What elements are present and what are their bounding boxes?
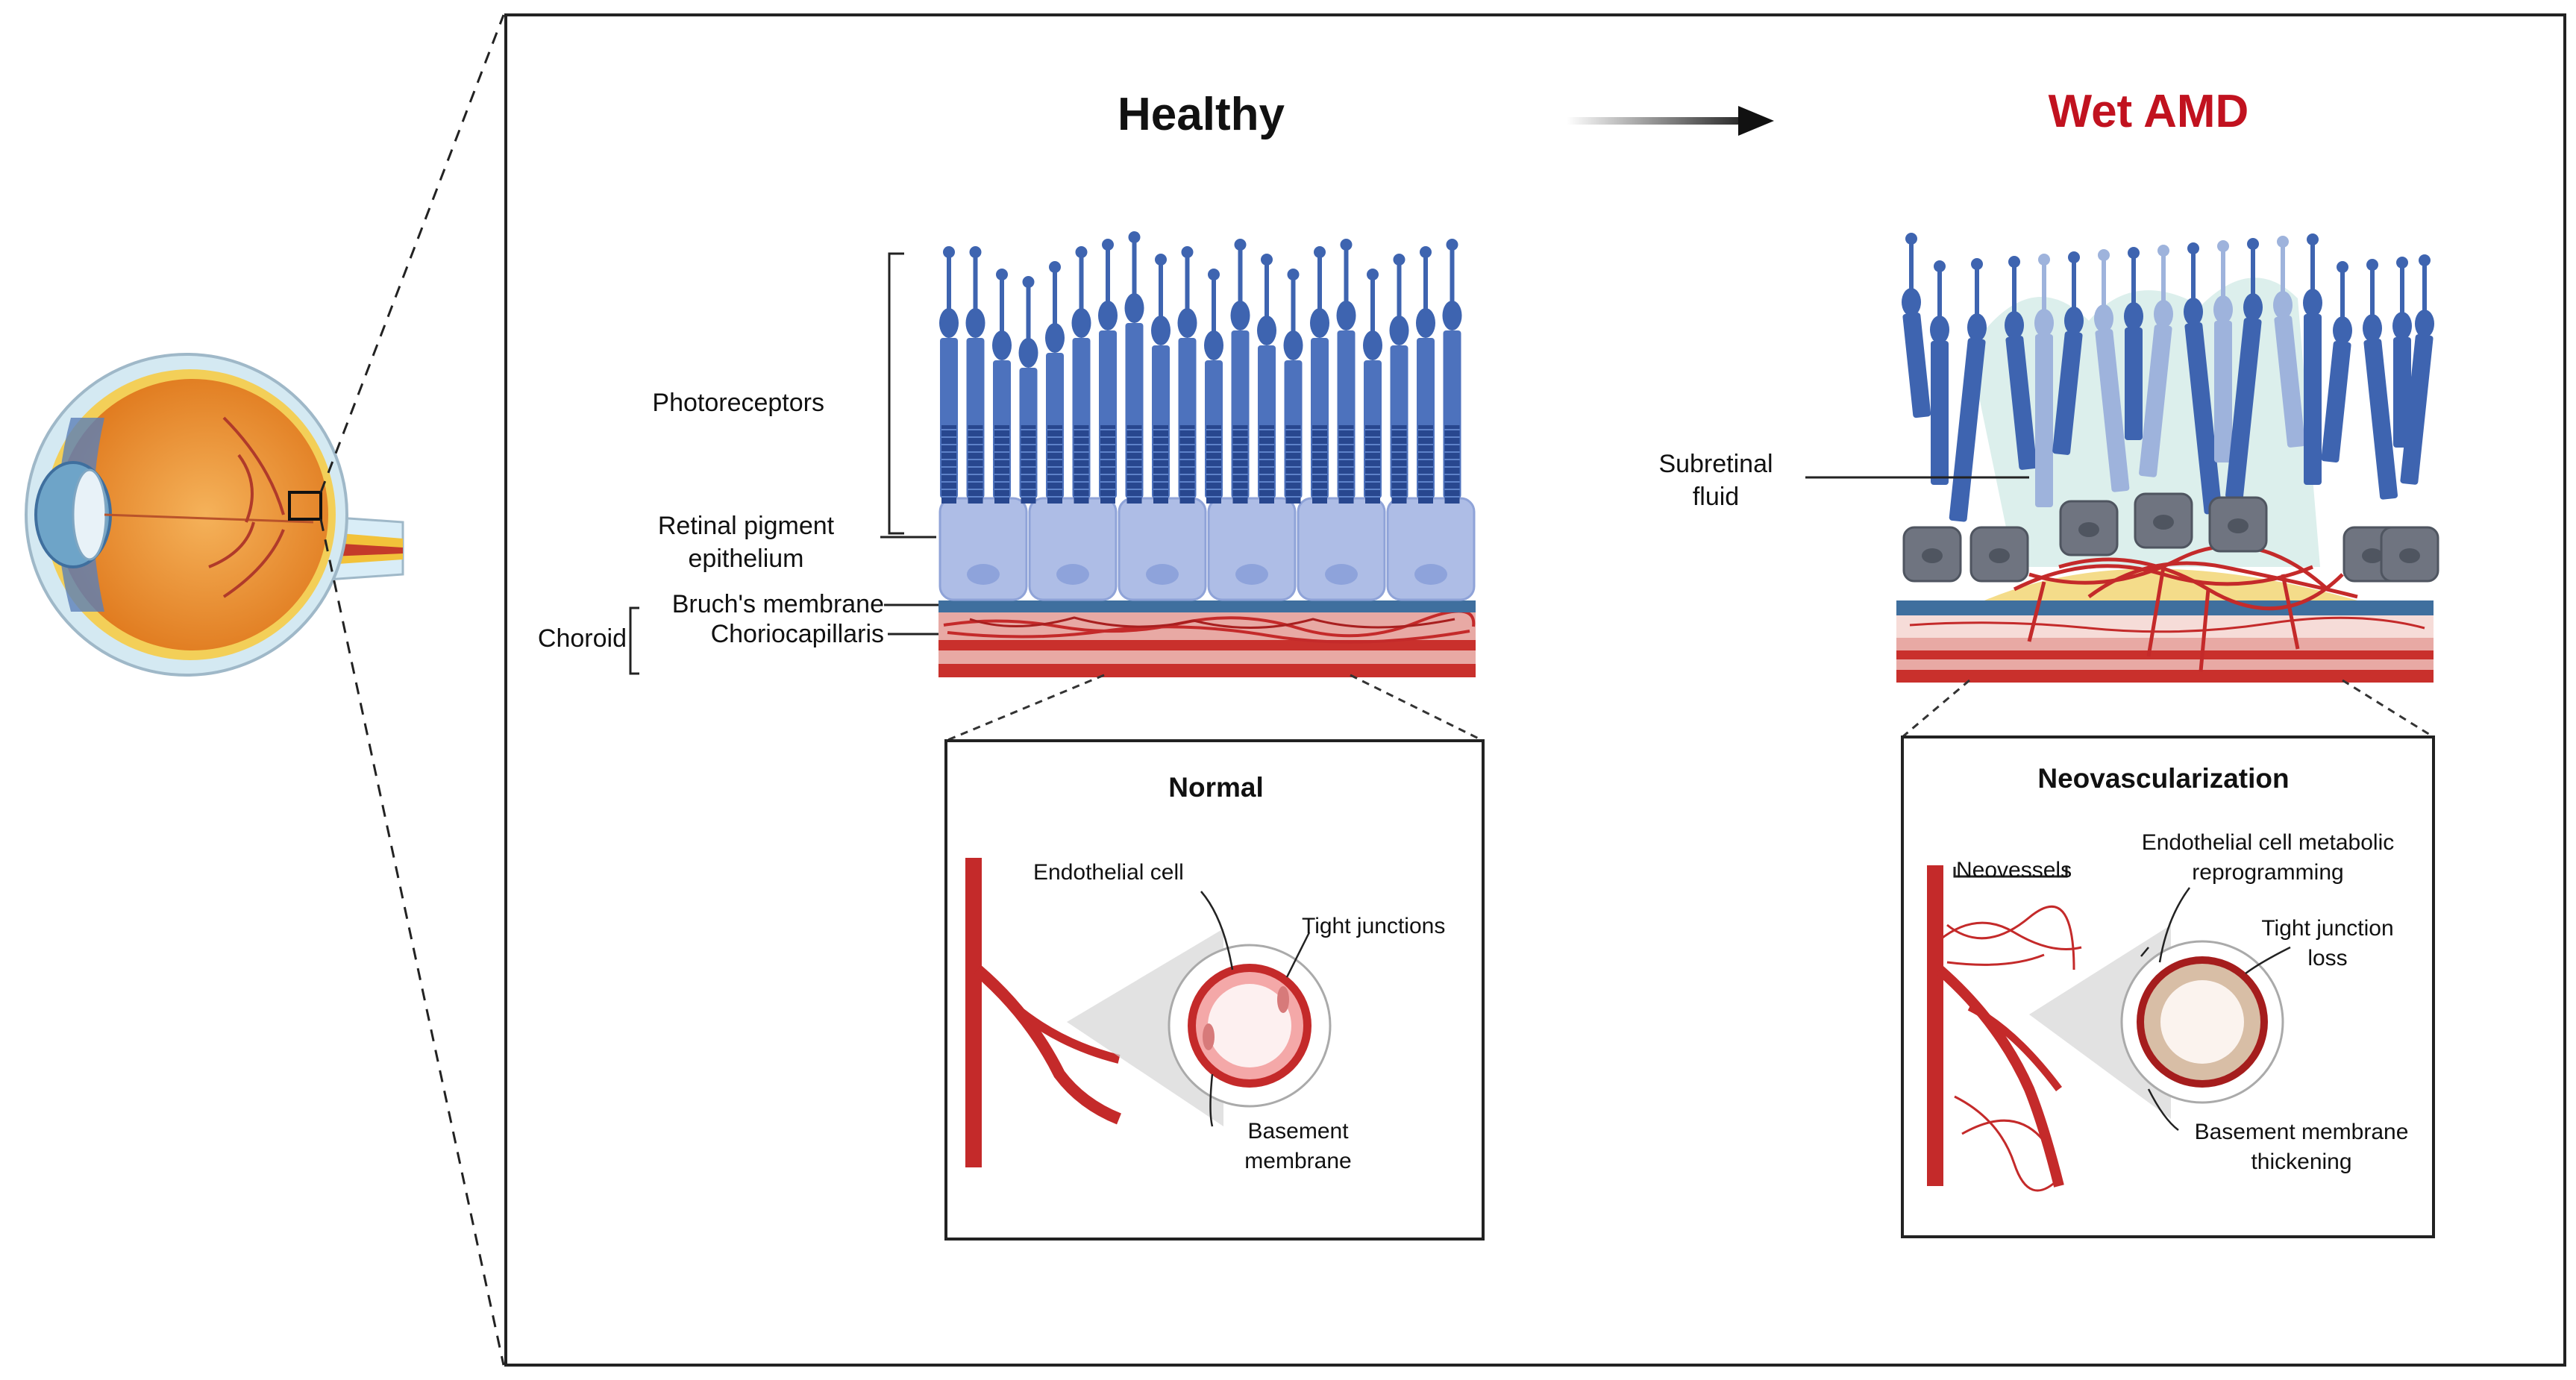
damaged-photoreceptor — [2124, 247, 2143, 440]
wet-amd-heading: Wet AMD — [2048, 86, 2249, 137]
damaged-rpe-cell — [2208, 496, 2268, 553]
rpe-cell — [1297, 497, 1386, 601]
photoreceptor-cell — [1310, 246, 1329, 504]
endothelial-cell-label: Endothelial cell — [1033, 860, 1184, 885]
eye-zoom-lines — [319, 14, 505, 1366]
photoreceptor-cell — [1230, 239, 1250, 504]
photoreceptor-cell — [1416, 246, 1435, 504]
damaged-photoreceptor — [2303, 233, 2322, 485]
damaged-photoreceptor — [2139, 245, 2173, 477]
photoreceptor-cell — [1389, 254, 1409, 504]
transition-arrow — [1567, 106, 1774, 136]
photoreceptor-cell — [939, 246, 959, 504]
photoreceptor-cell — [1098, 239, 1118, 504]
photoreceptor-cell — [1018, 276, 1038, 504]
choriocapillaris-label: Choriocapillaris — [710, 620, 884, 648]
tight-junction-loss-label: Tight junction loss — [2261, 916, 2394, 970]
photoreceptor-cell — [965, 246, 985, 504]
rpe-cell — [938, 497, 1028, 601]
photoreceptor-cell — [992, 269, 1012, 504]
rpe-cell — [1386, 497, 1476, 601]
damaged-photoreceptor — [1902, 233, 1931, 418]
neovascularization-inset — [1901, 736, 2435, 1238]
damaged-rpe-cell — [2059, 500, 2119, 556]
normal-box-title: Normal — [1168, 772, 1264, 803]
damaged-photoreceptor — [2052, 251, 2084, 455]
normal-inset — [944, 739, 1485, 1241]
damaged-rpe-cell — [1969, 526, 2029, 583]
damaged-rpe-cell — [2134, 492, 2193, 549]
photoreceptor-cell — [1204, 269, 1223, 504]
damaged-photoreceptor — [2400, 254, 2434, 485]
damaged-photoreceptor — [2363, 259, 2398, 500]
damaged-photoreceptor — [2225, 238, 2263, 500]
rpe-cell — [1118, 497, 1207, 601]
photoreceptor-cell — [1045, 261, 1065, 504]
metabolic-reprogramming-label: Endothelial cell metabolic reprogramming — [2141, 830, 2395, 885]
damaged-photoreceptor — [2094, 249, 2130, 492]
damaged-rpe-cell — [1902, 526, 1962, 583]
photoreceptor-cell — [1071, 246, 1091, 504]
neovascularization-box-title: Neovascularization — [2037, 763, 2290, 794]
damaged-photoreceptor — [2321, 261, 2352, 462]
subretinal-fluid-label: Subretinal fluid — [1658, 450, 1773, 511]
basement-thickening-label: Basement membrane thickening — [2194, 1120, 2409, 1174]
photoreceptor-cell — [1336, 239, 1356, 504]
choroid-label: Choroid — [537, 624, 627, 653]
inset-zoom-lines — [945, 674, 2434, 742]
eyeball-illustration — [25, 353, 404, 677]
photoreceptor-cell — [1151, 254, 1171, 504]
damaged-photoreceptor — [1949, 258, 1987, 522]
damaged-photoreceptor — [2273, 236, 2305, 448]
bruchs-membrane-label: Bruch's membrane — [671, 590, 884, 618]
photoreceptor-cell — [1177, 246, 1197, 504]
label-leaders — [629, 252, 2029, 675]
damaged-photoreceptor — [2184, 242, 2222, 515]
rpe-label: Retinal pigment epithelium — [657, 512, 835, 573]
neovessels-label: Neovessels — [1956, 858, 2072, 882]
damaged-rpe-cell — [2380, 526, 2439, 583]
photoreceptor-cell — [1124, 231, 1144, 504]
damaged-photoreceptor — [2034, 254, 2054, 507]
rpe-cell — [1207, 497, 1297, 601]
basement-membrane-label: Basement membrane — [1244, 1119, 1352, 1173]
tight-junctions-label: Tight junctions — [1302, 914, 1446, 938]
photoreceptors-label: Photoreceptors — [652, 389, 824, 417]
damaged-photoreceptor — [1930, 260, 1949, 485]
main-frame — [504, 13, 2566, 1367]
photoreceptor-cell — [1283, 269, 1303, 504]
damaged-photoreceptor — [2213, 240, 2233, 462]
photoreceptor-cell — [1442, 239, 1462, 504]
healthy-heading: Healthy — [1118, 89, 1285, 140]
rpe-cell — [1028, 497, 1118, 601]
wet-amd-retina-diagram — [1896, 233, 2439, 683]
damaged-photoreceptor — [2005, 256, 2037, 470]
photoreceptor-cell — [1363, 269, 1382, 504]
healthy-retina-diagram — [938, 231, 1476, 677]
photoreceptor-cell — [1257, 254, 1276, 504]
